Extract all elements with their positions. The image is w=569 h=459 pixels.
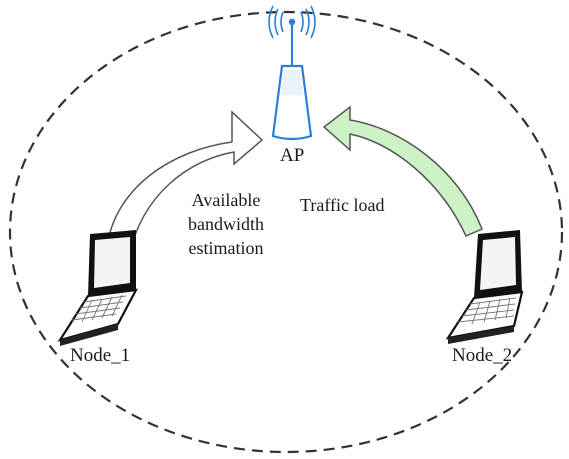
bandwidth-estimation-label: Available bandwidth estimation [176, 188, 276, 260]
bandwidth-label-line-2: bandwidth [188, 214, 264, 234]
laptop-icon-node-2 [445, 230, 524, 344]
coverage-boundary [8, 10, 564, 454]
bandwidth-label-line-3: estimation [188, 238, 264, 258]
bandwidth-estimation-arrow [106, 110, 264, 257]
bandwidth-label-line-1: Available [191, 190, 261, 210]
node-2-label: Node_2 [452, 345, 513, 366]
traffic-load-label: Traffic load [300, 195, 385, 215]
ap-label: AP [280, 145, 305, 166]
node-1-label: Node_1 [70, 345, 131, 366]
access-point-icon [268, 5, 316, 141]
traffic-load-arrow [322, 105, 483, 237]
laptop-icon-node-1 [57, 230, 138, 346]
